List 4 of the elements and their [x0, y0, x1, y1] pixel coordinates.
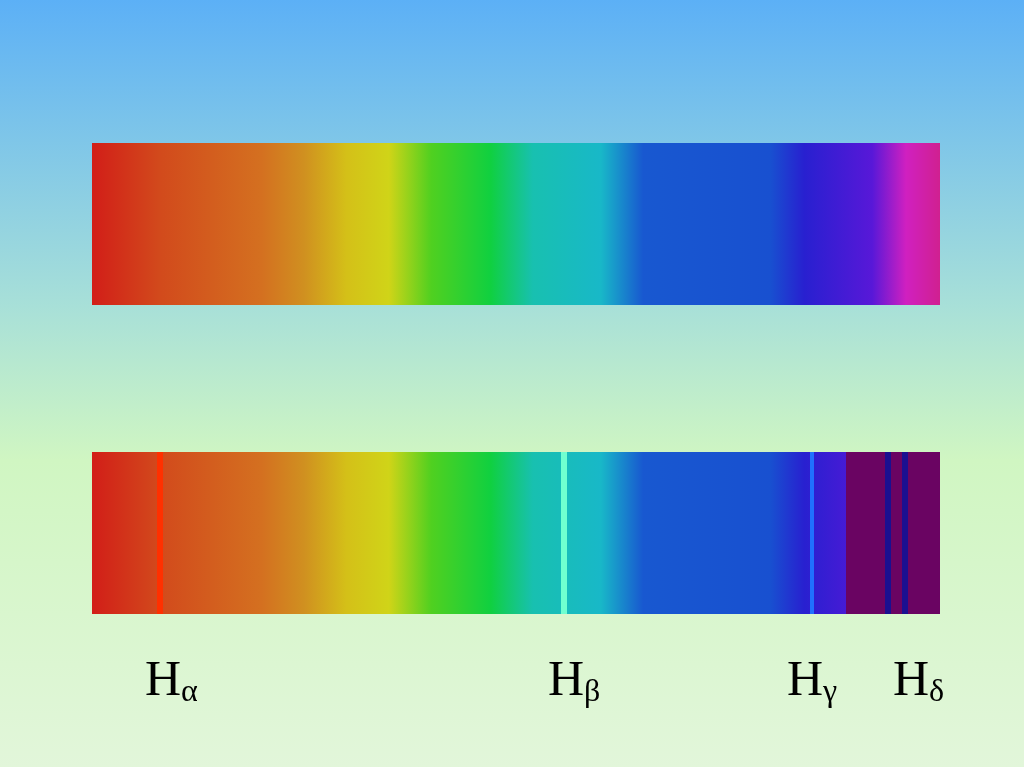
line-label: H$_{α}$ — [145, 649, 198, 710]
line-label: H$_{γ}$ — [787, 649, 838, 710]
line-label: H$_{β}$ — [548, 649, 601, 710]
line-label: H$_{δ}$ — [893, 649, 945, 710]
